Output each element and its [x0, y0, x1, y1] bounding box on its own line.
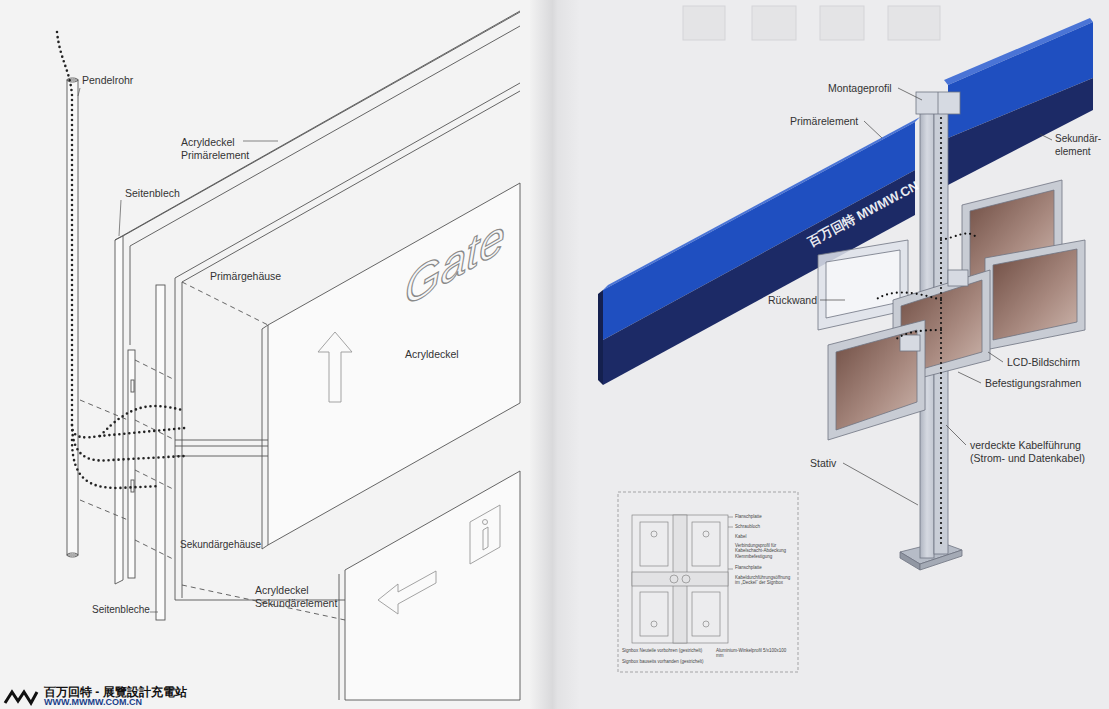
sign-text: Gate [405, 210, 505, 314]
part-label: Acryldeckel Primärelement [181, 136, 256, 162]
part-label: Stativ [810, 457, 836, 470]
cable-path [57, 32, 185, 488]
exploded-sign [67, 11, 520, 700]
part-label: Sekundär- element [1055, 133, 1105, 158]
detail-note: Signbox Neuteile vorbohren (gestrichelt) [622, 648, 714, 653]
part-label: Rückwand [768, 294, 817, 307]
detail-note: Signbox bauseits vorhanden (gestrichelt) [622, 659, 722, 664]
cable-path [875, 118, 975, 545]
part-label: Acryldeckel Sekundärelement [255, 584, 340, 610]
logo-mark [5, 692, 37, 703]
part-label: Acryldeckel [405, 348, 459, 361]
part-label: Primärgehäuse [210, 270, 281, 283]
part-label: Seitenblech [125, 187, 180, 200]
detail-section [618, 492, 798, 672]
watermark: 百万回特 MWMW.CN [805, 178, 922, 250]
detail-note: Schraubloch [735, 524, 795, 529]
part-label: Befestigungsrahmen [985, 377, 1081, 390]
detail-note: Flanschplatte [735, 565, 795, 570]
part-label: Pendelrohr [82, 74, 133, 87]
right-page [550, 0, 1109, 709]
detail-note: Verbindungsprofil für Kabelschacht-Abdec… [735, 543, 795, 559]
part-label: Montageprofil [828, 82, 892, 95]
footer-url: WWW.MWMW.COM.CN [44, 697, 142, 708]
detail-note: Kabeldurchführungsöffnung im „Deckel“ de… [735, 575, 795, 586]
leader-line [78, 88, 278, 612]
part-label: Primärelement [790, 115, 858, 128]
left-page [0, 0, 550, 709]
detail-note: Aluminium-Winkelprofil 5/x100x100 mm [716, 648, 794, 659]
beam [598, 18, 1093, 385]
part-label: verdeckte Kabelführung (Strom- und Daten… [970, 439, 1092, 465]
part-label: LCD-Bildschirm [1007, 356, 1080, 369]
book-gutter [530, 0, 580, 709]
faint-icons [683, 6, 940, 40]
part-label: Sekundärgehäuse [180, 539, 261, 552]
detail-note: Kabel [735, 534, 795, 539]
part-label: Seitenbleche [92, 604, 150, 617]
detail-note: Flanschplatte [735, 514, 795, 519]
